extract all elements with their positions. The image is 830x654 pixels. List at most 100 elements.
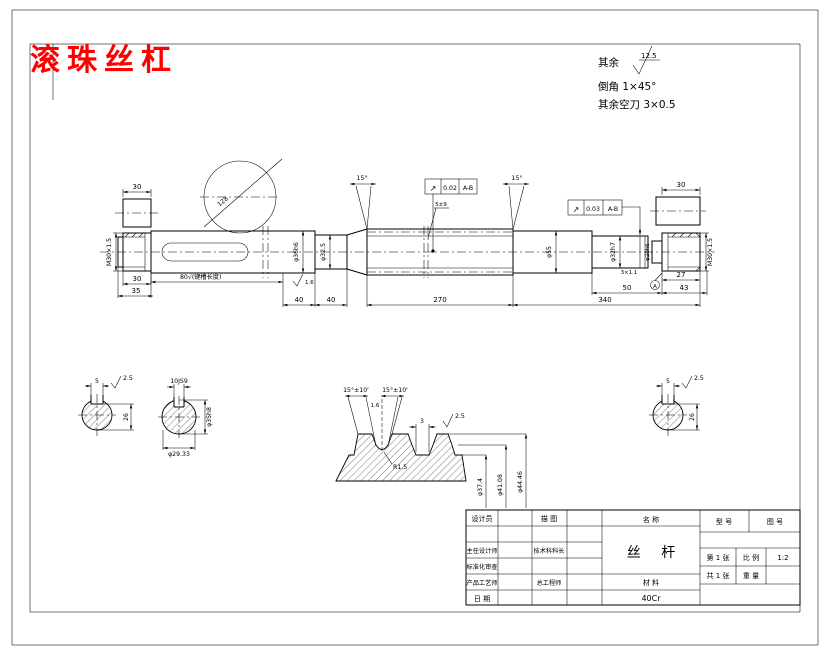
runout-icon-2: ↗ [573,205,580,214]
right-m30-dim: M30×1.5 [700,232,714,272]
thread-angle-left: 15° [350,174,376,230]
neck-phi325: φ32.5 [314,228,368,276]
keyway-length-dim: 80√(键槽长度) [150,273,284,307]
tb-material: 40Cr [641,594,661,603]
fcf1-datum: A-B [463,185,473,192]
dim-270: 270 [433,296,446,304]
tb-chief-eng: 总工程师 [537,579,562,587]
drawing-title: 滚珠丝杠 [30,43,178,78]
neck-phi20: φ20h6 [645,240,663,264]
angle-15-left: 15° [357,174,368,182]
tb-date: 日 期 [474,595,490,603]
dim-50: 50 [623,284,632,292]
left-end-dims: 30 35 [117,267,153,298]
left-end-top-view: 30 [115,183,159,228]
tb-material-label: 材 料 [643,578,659,587]
tb-chief: 主任设计师 [467,547,498,555]
tb-scale-label: 比 例 [743,553,759,562]
tb-model-label: 型 号 [716,517,732,526]
label-m30-right: M30×1.5 [707,238,714,266]
profile-outer-dia: φ44.46 [517,471,524,493]
sheet-border [11,9,819,646]
s1-height: 26 [123,413,130,421]
fcf-runout-003: ↗ 0.03 A-B [567,199,642,235]
s2-keyway: 10JS9 [170,378,188,385]
section-view-2: 10JS9 φ35h8 φ29.33 [158,378,213,458]
roughness-check-icon [292,273,304,287]
s3-width: 5 [666,378,670,385]
profile-radius: R1.5 [393,464,407,471]
relief-note: 其余空刀 3×0.5 [598,98,676,111]
section-view-3: 5 2.5 26 [649,375,704,436]
profile-root-dia: φ37.4 [477,478,484,496]
keyway-length-label: 80√(键槽长度) [180,273,221,281]
s3-rough: 2.5 [694,375,704,382]
dim-27: 27 [677,271,686,279]
lead-note: 5±9 [427,202,449,239]
main-view: M30×1.5 30 30 35 φ36h6 [100,158,715,307]
s1-rough: 2.5 [123,375,133,382]
dim-30-top-right: 30 [677,181,686,189]
rough-1-6: 1.6 [305,280,314,286]
s3-roughness-icon [681,375,693,389]
thread-angle-right: 15° [503,174,529,230]
profile-pitch-dim: 3 [420,418,424,425]
s2-root-dia: φ29.33 [168,451,190,458]
dim-40a: 40 [295,296,304,304]
section-phi32h7: φ32h7 3×1.1 [591,235,649,276]
title-block: 设计员 描 图 名 称 型 号 图 号 主任设计师 技术科科长 标准化审查 产品… [465,509,801,606]
runout-icon: ↗ [430,184,437,193]
label-phi55: φ55 [546,246,553,258]
profile-roughness-icon [442,413,454,428]
fcf2-datum: A-B [608,206,618,213]
tb-tech-lead: 技术科科长 [534,547,565,555]
s2-diameter: φ35h8 [206,407,213,427]
angle-15-right: 15° [512,174,523,182]
label-phi36h6: φ36h6 [293,242,300,262]
surplus-roughness-value: 12.5 [641,52,657,60]
profile-angle-1: 15°±10' [343,386,369,394]
chamfer-note: 倒角 1×45° [598,81,656,93]
s1-roughness-icon [110,375,122,389]
tb-weight-label: 重 量 [743,572,759,580]
tb-std-check: 标准化审查 [467,563,498,571]
dim-40b: 40 [327,296,336,304]
right-thread-end [661,232,701,272]
roughness-icon [632,45,660,75]
tb-name-label: 名 称 [643,515,659,524]
right-end-top-view: 30 [650,181,706,226]
dim-35-left: 35 [132,287,141,295]
fcf1-tolerance: 0.02 [443,185,457,192]
datum-target: A [650,272,663,290]
datum-letter: A [653,284,657,290]
section-view-1: 5 2.5 26 [78,375,134,436]
fcf2-tolerance: 0.03 [586,206,600,213]
s1-width: 5 [95,378,99,385]
tb-process: 产品工艺师 [467,579,498,587]
profile-rough: 2.5 [455,413,465,420]
tb-designer: 设计员 [472,514,493,523]
label-phi20h6: φ20h6 [645,243,651,261]
tb-sheet: 第 1 张 [707,553,730,562]
tb-part-name: 丝 杆 [627,545,683,561]
groove-3x11: 3×1.1 [621,270,638,276]
right-dims: 27 50 43 [591,268,708,307]
tb-scale: 1:2 [777,554,788,562]
tb-tracer: 描 图 [541,514,557,523]
general-notes: 其余 12.5 倒角 1×45° 其余空刀 3×0.5 [598,45,676,111]
journal-phi36: φ36h6 1.6 [150,226,316,287]
profile-angle-2: 15°±10' [382,386,408,394]
surplus-label: 其余 [598,56,619,69]
s3-height: 26 [689,413,696,421]
dim-43: 43 [680,284,689,292]
detail-circle: 128 [200,158,283,234]
dim-30-left: 30 [133,275,142,283]
label-phi32-5: φ32.5 [320,243,327,261]
profile-pitch-dia: φ41.08 [497,474,504,496]
profile-center-note: 1.6 [371,403,380,409]
dim-340: 340 [598,296,611,304]
fcf-runout-002: ↗ 0.02 A-B [424,178,478,253]
lead-note-text: 5±9 [435,202,447,208]
